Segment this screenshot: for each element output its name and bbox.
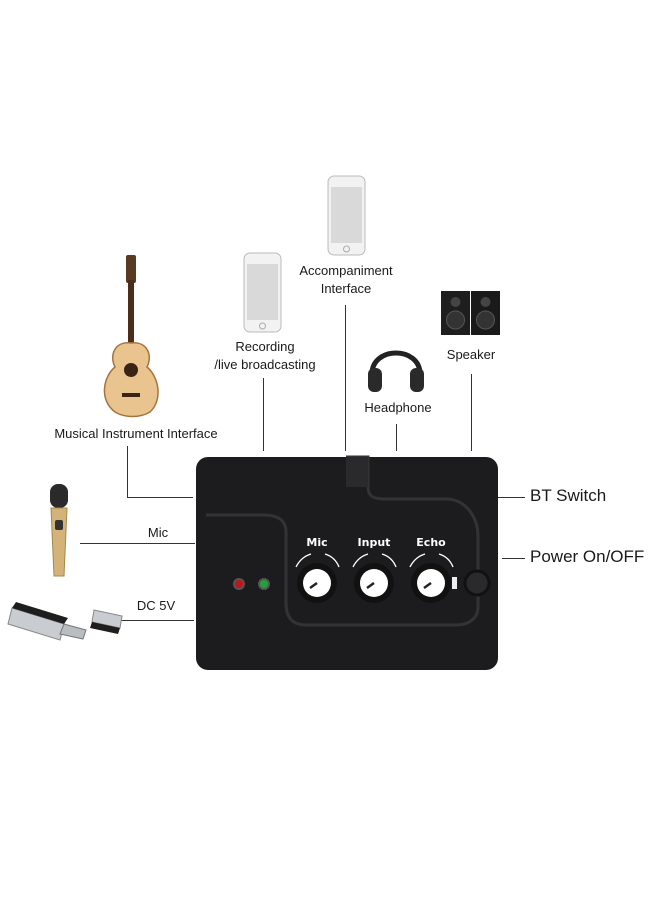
headphone-icon	[368, 350, 424, 392]
mic-label: Mic	[147, 525, 169, 540]
usb-drive-icon	[7, 602, 123, 641]
accompaniment-label-1: Accompaniment	[299, 263, 393, 278]
dc-label: DC 5V	[136, 598, 176, 613]
bt-switch-label: BT Switch	[530, 486, 607, 505]
green-led	[258, 578, 270, 590]
microphone-icon	[50, 484, 68, 577]
speaker-icon	[441, 291, 500, 335]
speaker-label: Speaker	[446, 347, 496, 362]
recording-connector	[263, 378, 264, 451]
power-button	[463, 569, 491, 597]
instrument-label: Musical Instrument Interface	[54, 426, 218, 441]
recording-phone-icon	[243, 252, 282, 333]
headphone-label: Headphone	[364, 400, 432, 415]
power-connector	[502, 558, 525, 559]
mixer-device: Mic Input Echo	[196, 455, 498, 670]
guitar-icon	[103, 255, 159, 418]
speaker-connector	[471, 374, 472, 451]
red-led	[233, 578, 245, 590]
instrument-connector-v	[127, 446, 128, 498]
mic-connector	[80, 543, 195, 544]
recording-label-1: Recording	[235, 339, 295, 354]
accompaniment-label-2: Interface	[320, 281, 372, 296]
power-label: Power On/OFF	[530, 547, 645, 566]
knob-label-input: Input	[358, 536, 391, 549]
headphone-connector	[396, 424, 397, 451]
knob-label-mic: Mic	[306, 536, 327, 549]
recording-label-2: /live broadcasting	[214, 357, 316, 372]
bt-connector	[498, 497, 525, 498]
echo-knob	[409, 553, 454, 603]
input-knob	[352, 553, 397, 603]
instrument-connector-h	[127, 497, 193, 498]
accompaniment-phone-icon	[327, 175, 366, 256]
dc-connector	[110, 620, 194, 621]
knob-label-echo: Echo	[416, 536, 446, 549]
accompaniment-connector	[345, 305, 346, 451]
mic-knob	[295, 553, 340, 603]
